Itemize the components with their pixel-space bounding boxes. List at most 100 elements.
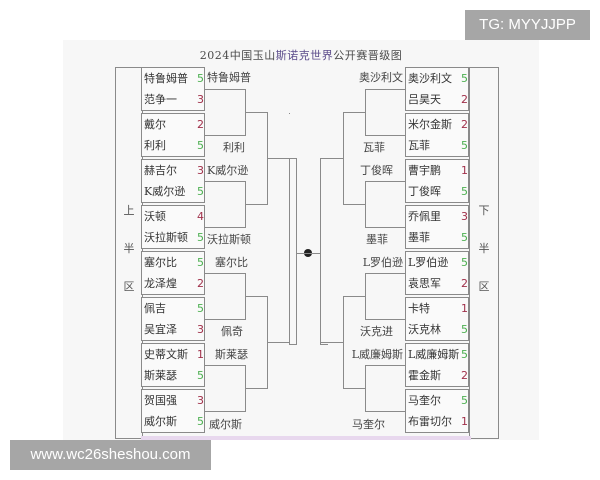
bottom-half-label: 下半区 xyxy=(478,204,490,293)
bracket-line xyxy=(343,296,365,297)
player-score: 1 xyxy=(461,302,468,315)
player-score: 5 xyxy=(461,348,468,361)
player-name: 卡特 xyxy=(408,302,430,315)
player-name: 吕昊天 xyxy=(408,93,441,106)
player-name: 龙泽煌 xyxy=(144,277,177,290)
player-score: 5 xyxy=(461,394,468,407)
bracket-line xyxy=(365,365,405,366)
player-name: 沃拉斯顿 xyxy=(144,231,188,244)
player-name: 袁思军 xyxy=(408,277,441,290)
player-name: 贺国强 xyxy=(144,394,177,407)
player-name: 斯莱瑟 xyxy=(144,369,177,382)
left-advancer-7: 斯莱瑟 xyxy=(215,348,248,361)
player-name: 乔佩里 xyxy=(408,210,441,223)
bracket-line xyxy=(245,112,267,113)
player-name: 范争一 xyxy=(144,93,177,106)
player-name: 布雷切尔 xyxy=(408,415,452,428)
left-advancer-5: 塞尔比 xyxy=(215,256,248,269)
left-advancer-6: 佩奇 xyxy=(221,325,243,338)
player-name: 佩吉 xyxy=(144,302,166,315)
left-advancer-1: 特鲁姆普 xyxy=(207,71,251,84)
bracket-line xyxy=(289,158,297,159)
player-score: 1 xyxy=(197,348,204,361)
player-score: 5 xyxy=(197,185,204,198)
player-name: 瓦菲 xyxy=(408,139,430,152)
player-name: 霍金斯 xyxy=(408,369,441,382)
player-name: 特鲁姆普 xyxy=(144,72,188,85)
player-name: L威廉姆斯 xyxy=(408,348,460,361)
right-advancer-8: 马奎尔 xyxy=(352,418,385,431)
player-score: 5 xyxy=(197,415,204,428)
bracket-line xyxy=(245,296,267,297)
bracket-line xyxy=(365,135,405,136)
player-name: L罗伯逊 xyxy=(408,256,449,269)
bracket-line xyxy=(289,113,290,114)
top-half-label: 上半区 xyxy=(123,204,135,293)
right-advancer-3: 丁俊晖 xyxy=(360,164,393,177)
player-name: 曹宇鹏 xyxy=(408,164,441,177)
player-name: 沃顿 xyxy=(144,210,166,223)
bracket-line xyxy=(205,273,245,274)
bracket-line xyxy=(365,89,405,90)
player-score: 3 xyxy=(197,93,204,106)
player-name: 马奎尔 xyxy=(408,394,441,407)
bracket-line xyxy=(205,365,245,366)
player-row: 范争一 3 xyxy=(144,90,204,110)
left-advancer-8: 威尔斯 xyxy=(209,418,242,431)
bracket-line xyxy=(365,181,366,228)
player-row: 卡特 1 xyxy=(408,299,468,319)
player-score: 1 xyxy=(461,415,468,428)
player-name: 塞尔比 xyxy=(144,256,177,269)
player-row: 马奎尔 5 xyxy=(408,391,468,411)
bracket-line xyxy=(365,273,366,320)
bracket-line xyxy=(365,411,405,412)
player-score: 5 xyxy=(197,369,204,382)
player-name: 丁俊晖 xyxy=(408,185,441,198)
bracket-line xyxy=(267,342,289,343)
bracket-line xyxy=(320,158,328,159)
bracket-line xyxy=(321,158,343,159)
player-name: 戴尔 xyxy=(144,118,166,131)
left-advancer-2: 利利 xyxy=(223,141,245,154)
right-advancer-1: 奥沙利文 xyxy=(359,71,403,84)
right-advancer-7: L威廉姆斯 xyxy=(351,348,403,361)
bracket-line xyxy=(245,388,267,389)
bracket-line xyxy=(343,112,344,205)
player-name: 赫吉尔 xyxy=(144,164,177,177)
bracket-line xyxy=(365,365,366,412)
bracket-line xyxy=(343,388,365,389)
player-score: 5 xyxy=(197,256,204,269)
left-advancer-3: K威尔逊 xyxy=(207,164,249,177)
player-score: 5 xyxy=(461,139,468,152)
player-name: 米尔金斯 xyxy=(408,118,452,131)
bracket-line xyxy=(267,158,289,159)
